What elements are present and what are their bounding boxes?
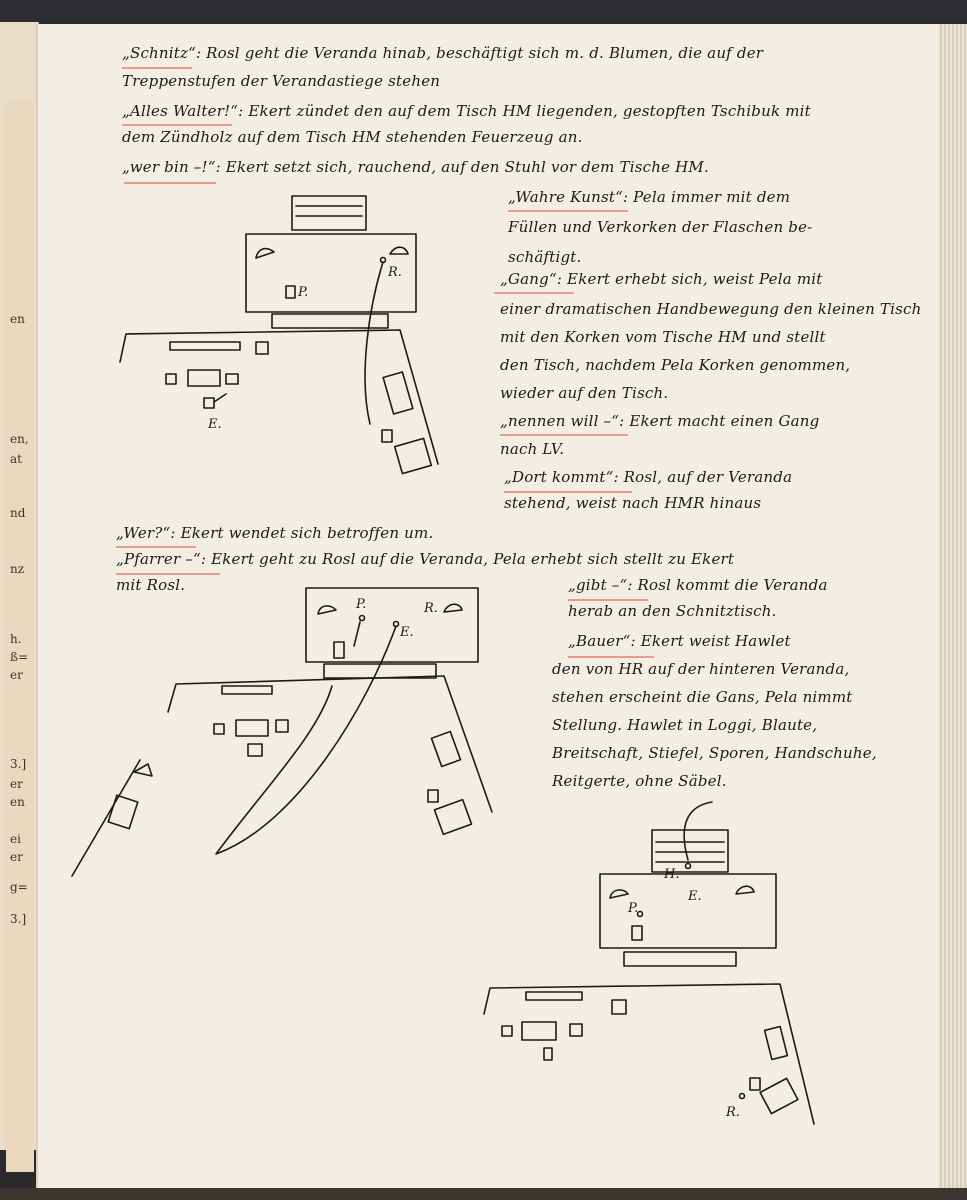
left-fragment: 3.] — [10, 757, 27, 771]
sketch-label: E. — [207, 417, 222, 432]
text-line: Stellung. Hawlet in Loggi, Blaute, — [552, 716, 818, 734]
text-line: Breitschaft, Stiefel, Sporen, Handschuhe… — [552, 744, 877, 762]
stage-sketch-2: P. R. E. — [71, 587, 493, 877]
cue-underline — [504, 491, 632, 493]
sketch-label: R. — [725, 1105, 740, 1120]
sketch-label: R. — [387, 265, 402, 280]
text-line: wieder auf den Tisch. — [500, 384, 669, 402]
text-line: „nennen will –“: Ekert macht einen Gang — [500, 412, 820, 430]
manuscript-page: „Schnitz“: Rosl geht die Veranda hinab, … — [36, 24, 938, 1188]
left-fragment: er — [10, 668, 23, 682]
sketch-label: R. — [423, 601, 438, 616]
cue-underline — [500, 434, 628, 436]
text-line: „Dort kommt“: Rosl, auf der Veranda — [504, 468, 793, 486]
text-line: „Wahre Kunst“: Pela immer mit dem — [508, 188, 791, 206]
left-fragment: ß= — [10, 650, 29, 664]
text-line: „Wer?“: Ekert wendet sich betroffen um. — [116, 524, 434, 542]
cue-underline — [494, 292, 574, 294]
text-line: „Pfarrer –“: Ekert geht zu Rosl auf die … — [116, 550, 735, 568]
left-fragment: er — [10, 850, 23, 864]
left-fragment: at — [10, 452, 22, 466]
left-page: en en, at nd nz h. ß= er 3.] er en ei er… — [0, 22, 39, 1172]
text-line: dem Zündholz auf dem Tisch HM stehenden … — [122, 128, 583, 146]
text-line: „gibt –“: Rosl kommt die Veranda — [568, 576, 828, 594]
sketch-label: E. — [687, 889, 702, 904]
cue-underline — [508, 210, 628, 212]
sketch-label: P. — [355, 597, 366, 612]
text-line: nach LV. — [500, 440, 565, 458]
left-fragment: ei — [10, 832, 21, 846]
stage-sketch-1: R. P. E. — [119, 195, 439, 475]
text-line: Treppenstufen der Verandastiege stehen — [122, 72, 441, 90]
text-line: mit den Korken vom Tische HM und stellt — [500, 328, 826, 346]
book-cover-edge — [0, 0, 967, 22]
left-fragment: h. — [10, 632, 22, 646]
left-fragment: er — [10, 777, 23, 791]
cue-underline — [568, 656, 654, 658]
left-fragment: en — [10, 795, 25, 809]
text-line: den von HR auf der hinteren Veranda, — [552, 660, 850, 678]
text-line: einer dramatischen Handbewegung den klei… — [500, 300, 922, 318]
text-line: „Gang“: Ekert erhebt sich, weist Pela mi… — [500, 270, 823, 288]
text-line: mit Rosl. — [116, 576, 186, 594]
stage-sketch-3: H. P. E. R. — [483, 801, 815, 1125]
cue-underline — [116, 573, 220, 575]
book-bottom-edge — [0, 1188, 967, 1200]
sketch-label: P. — [627, 901, 638, 916]
cue-underline — [116, 546, 196, 548]
left-page-strip: en en, at nd nz h. ß= er 3.] er en ei er… — [6, 102, 34, 1172]
text-line: „wer bin –!“: Ekert setzt sich, rauchend… — [122, 158, 709, 176]
text-line: stehend, weist nach HMR hinaus — [504, 494, 762, 512]
cue-underline — [122, 124, 232, 126]
left-fragment: nz — [10, 562, 25, 576]
text-line: den Tisch, nachdem Pela Korken genommen, — [500, 356, 851, 374]
left-fragment: 3.] — [10, 912, 27, 926]
text-line: herab an den Schnitztisch. — [568, 602, 777, 620]
left-fragment: g= — [10, 880, 28, 894]
left-fragment: en — [10, 312, 25, 326]
sketch-label: P. — [297, 285, 308, 300]
sketch-label: E. — [399, 625, 414, 640]
text-line: „Bauer“: Ekert weist Hawlet — [568, 632, 791, 650]
cue-underline — [124, 182, 216, 184]
cue-underline — [568, 599, 648, 601]
text-line: stehen erscheint die Gans, Pela nimmt — [552, 688, 853, 706]
cue-underline — [122, 67, 192, 69]
text-line: Füllen und Verkorken der Flaschen be- — [508, 218, 813, 236]
text-line: „Alles Walter!“: Ekert zündet den auf de… — [122, 102, 811, 120]
left-fragment: nd — [10, 506, 26, 520]
left-fragment: en, — [10, 432, 29, 446]
text-line: schäftigt. — [508, 248, 582, 266]
text-line: Reitgerte, ohne Säbel. — [552, 772, 727, 790]
text-line: „Schnitz“: Rosl geht die Veranda hinab, … — [122, 44, 764, 62]
